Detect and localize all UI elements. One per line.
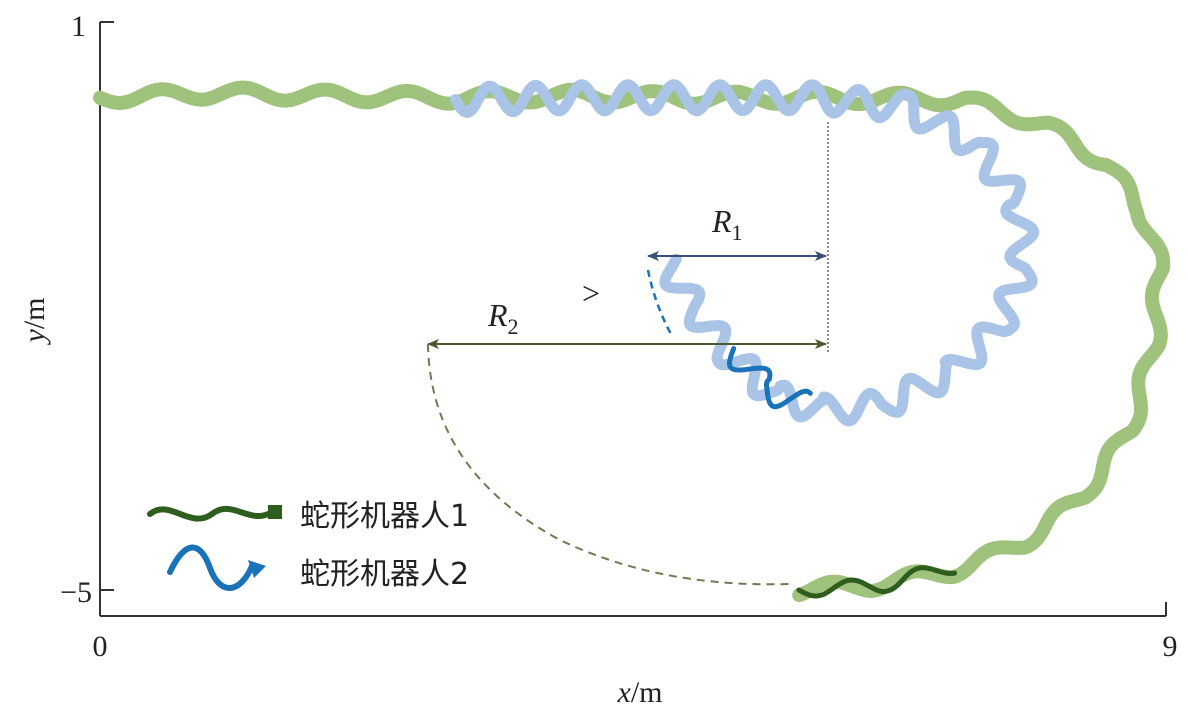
traces: [93, 79, 1171, 603]
legend: 蛇形机器人1 蛇形机器人2: [147, 499, 469, 592]
r2-label-letter: R: [487, 297, 508, 333]
y-axis-unit: /m: [18, 298, 51, 330]
robot-1-body: [796, 565, 958, 599]
x-axis-label: x/m: [617, 676, 663, 709]
x-axis-var: x: [617, 676, 632, 709]
trajectory-robot-1: [93, 80, 1171, 603]
legend-label-robot-2: 蛇形机器人2: [300, 557, 469, 592]
legend-swatch-robot-1-head: [268, 505, 282, 519]
r2-label: R2: [487, 297, 519, 339]
legend-swatch-robot-2-head: [248, 560, 266, 578]
r1-label-sub: 1: [732, 220, 743, 245]
y-tick-label-top: 1: [71, 10, 86, 43]
r1-arc-dashed: [646, 269, 674, 337]
x-axis-unit: /m: [631, 676, 663, 709]
legend-swatch-robot-1: [147, 505, 275, 522]
r2-label-sub: 2: [508, 314, 519, 339]
legend-swatch-robot-2: [167, 544, 255, 591]
r1-label-letter: R: [711, 203, 732, 239]
comparison-symbol: >: [582, 275, 600, 311]
robot-2-body: [726, 346, 813, 410]
y-axis-var: y: [18, 329, 51, 346]
y-axis-label: y/m: [18, 298, 51, 346]
legend-label-robot-1: 蛇形机器人1: [300, 499, 469, 534]
x-tick-label-right: 9: [1163, 630, 1178, 663]
y-tick-label-bottom: −5: [60, 576, 92, 609]
trajectory-robot-2: [449, 79, 1040, 427]
r2-arc-dashed: [427, 343, 791, 586]
r1-label: R1: [711, 203, 743, 245]
x-tick-label-left: 0: [93, 630, 108, 663]
